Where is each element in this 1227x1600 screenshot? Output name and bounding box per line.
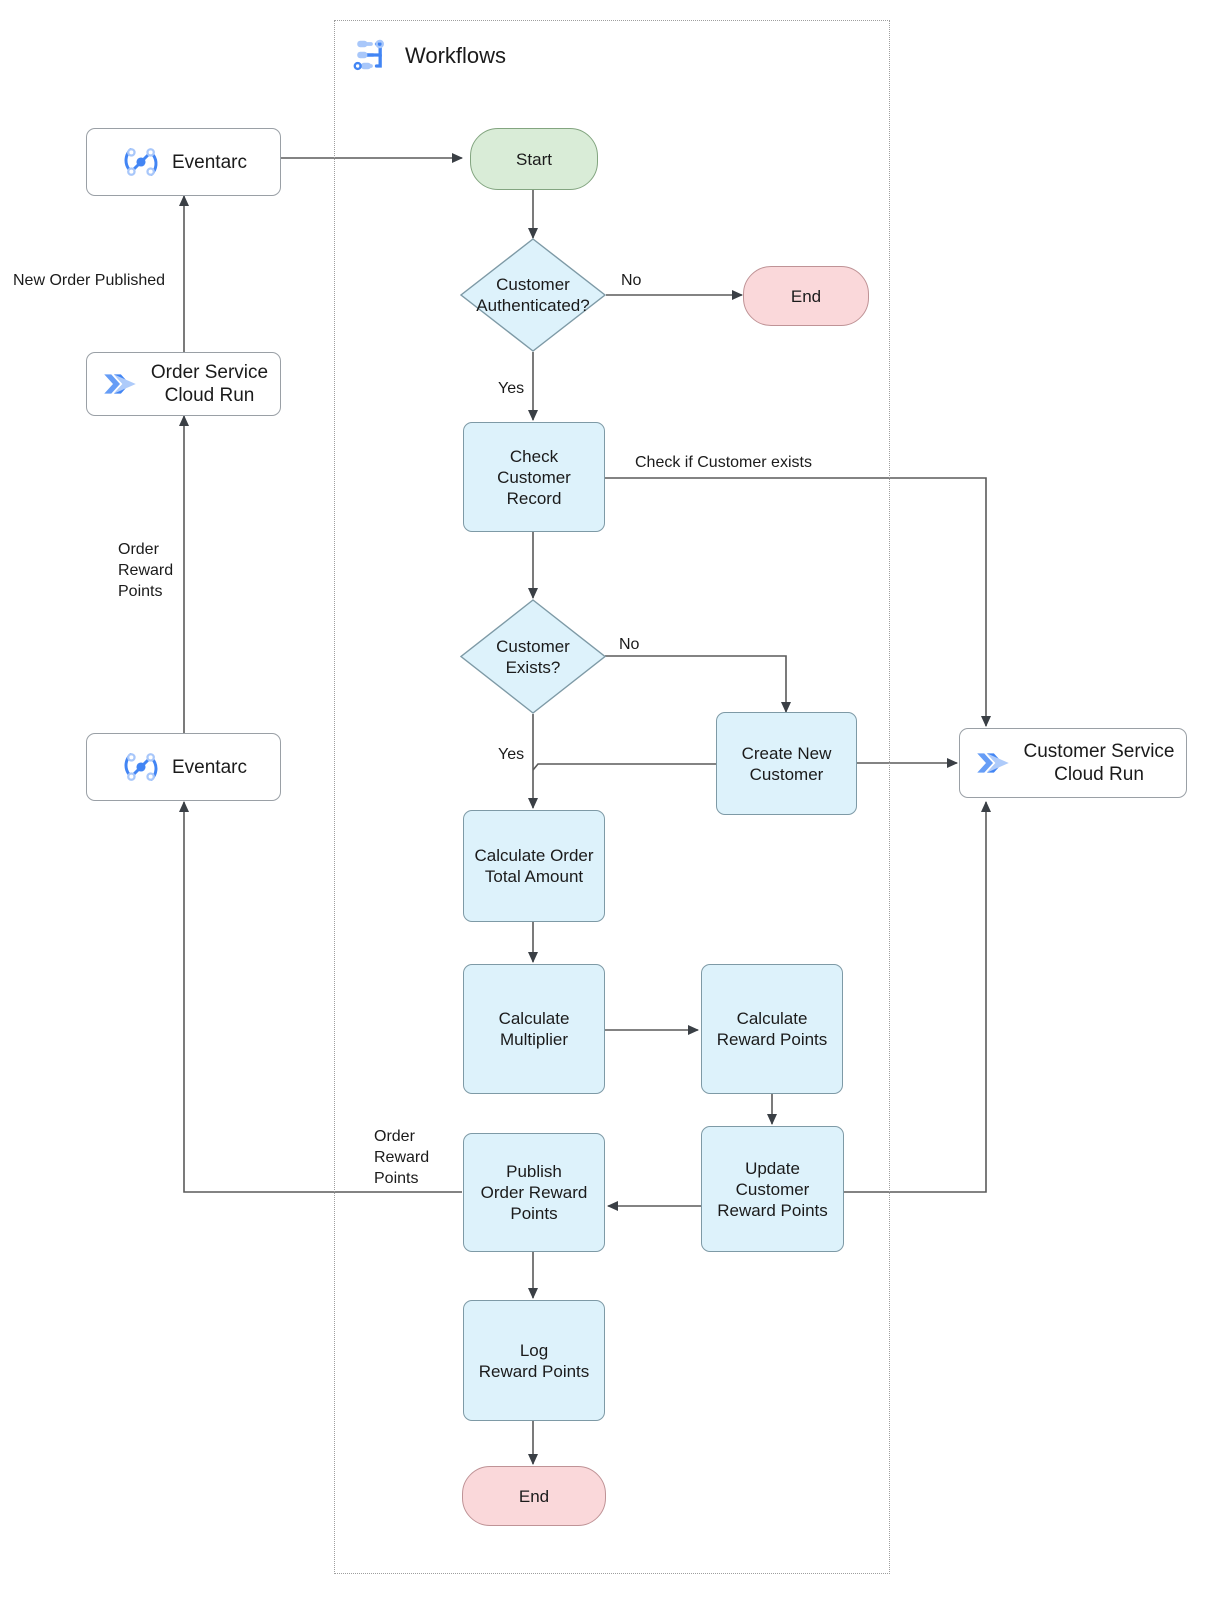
node-calculate-order-total[interactable]: Calculate Order Total Amount xyxy=(463,810,605,922)
node-calculate-multiplier[interactable]: Calculate Multiplier xyxy=(463,964,605,1094)
node-customer-authenticated[interactable]: Customer Authenticated? xyxy=(459,238,607,352)
eventarc-icon xyxy=(120,746,162,788)
node-update-customer-reward-points[interactable]: Update Customer Reward Points xyxy=(701,1126,844,1252)
node-end-top[interactable]: End xyxy=(743,266,869,326)
node-publish-order-reward-points[interactable]: Publish Order Reward Points xyxy=(463,1133,605,1252)
node-end-bottom[interactable]: End xyxy=(462,1466,606,1526)
node-order-service-label: Order Service Cloud Run xyxy=(150,362,269,406)
node-start[interactable]: Start xyxy=(470,128,598,190)
node-order-service-cloud-run[interactable]: Order Service Cloud Run xyxy=(86,352,281,416)
node-check-customer-record[interactable]: Check Customer Record xyxy=(463,422,605,532)
cloud-run-icon xyxy=(99,363,141,405)
node-log-reward-points[interactable]: Log Reward Points xyxy=(463,1300,605,1421)
node-customer-service-cloud-run[interactable]: Customer Service Cloud Run xyxy=(959,728,1187,798)
node-eventarc-bottom[interactable]: Eventarc xyxy=(86,733,281,801)
edge-label-exists-yes: Yes xyxy=(498,746,525,763)
node-customer-authenticated-label: Customer Authenticated? xyxy=(476,275,590,315)
node-eventarc-bottom-label: Eventarc xyxy=(172,756,247,778)
node-eventarc-top[interactable]: Eventarc xyxy=(86,128,281,196)
node-customer-exists[interactable]: Customer Exists? xyxy=(459,599,607,714)
edge-label-order-reward-points-left: Order Reward Points xyxy=(118,541,174,600)
edge-label-exists-no: No xyxy=(619,636,640,653)
cloud-run-icon xyxy=(972,742,1014,784)
edge-label-auth-no: No xyxy=(621,272,642,289)
node-create-new-customer[interactable]: Create New Customer xyxy=(716,712,857,815)
node-calculate-reward-points[interactable]: Calculate Reward Points xyxy=(701,964,843,1094)
edge-label-new-order-published: New Order Published xyxy=(13,272,166,289)
workflows-container xyxy=(334,20,890,1574)
node-customer-exists-label: Customer Exists? xyxy=(496,636,570,677)
eventarc-icon xyxy=(120,141,162,183)
node-eventarc-top-label: Eventarc xyxy=(172,151,247,173)
edge-label-order-reward-points-bottom: Order Reward Points xyxy=(374,1128,430,1187)
node-customer-service-label: Customer Service Cloud Run xyxy=(1023,741,1175,785)
edge-label-check-if-customer-exists: Check if Customer exists xyxy=(635,454,812,471)
workflows-icon xyxy=(349,33,393,77)
workflows-container-title: Workflows xyxy=(405,43,507,68)
edge-label-auth-yes: Yes xyxy=(498,380,525,397)
